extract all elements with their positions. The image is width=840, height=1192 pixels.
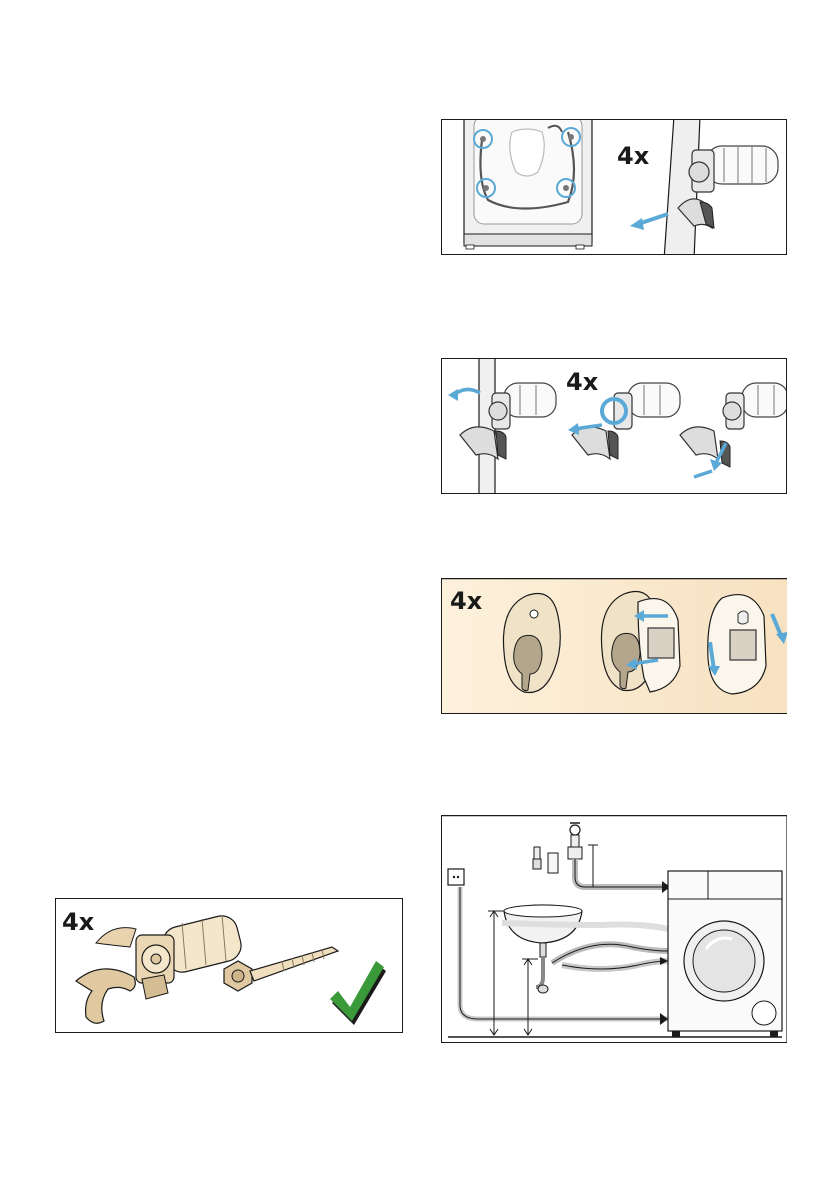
power-socket-icon — [448, 869, 464, 885]
cover-attach-illustration — [601, 592, 680, 693]
machine-rear-view-illustration — [464, 120, 592, 249]
transport-bolt-removal-illustration — [630, 120, 778, 255]
figure-remove-spacers: 4x — [441, 358, 787, 494]
washing-machine-illustration — [668, 871, 782, 1037]
figure-keep-transport-bolts: 4x — [55, 898, 403, 1033]
screw-illustration — [224, 947, 338, 991]
count-label: 4x — [450, 587, 483, 615]
figure-insert-covers: 4x — [441, 578, 787, 714]
check-mark-icon — [330, 961, 386, 1025]
spacer-step-3-illustration — [680, 383, 787, 477]
transport-bolt-illustration — [76, 912, 244, 1023]
figure-drain-connection — [441, 815, 787, 1043]
sink-illustration — [504, 905, 582, 993]
count-label: 4x — [62, 908, 95, 936]
adapter-fittings-illustration — [533, 847, 558, 873]
water-tap-illustration — [568, 823, 670, 893]
figure-remove-transport-bolts: 4x — [441, 119, 787, 255]
count-label: 4x — [617, 142, 650, 170]
spacer-step-1-illustration — [448, 359, 556, 494]
count-label: 4x — [566, 368, 599, 396]
